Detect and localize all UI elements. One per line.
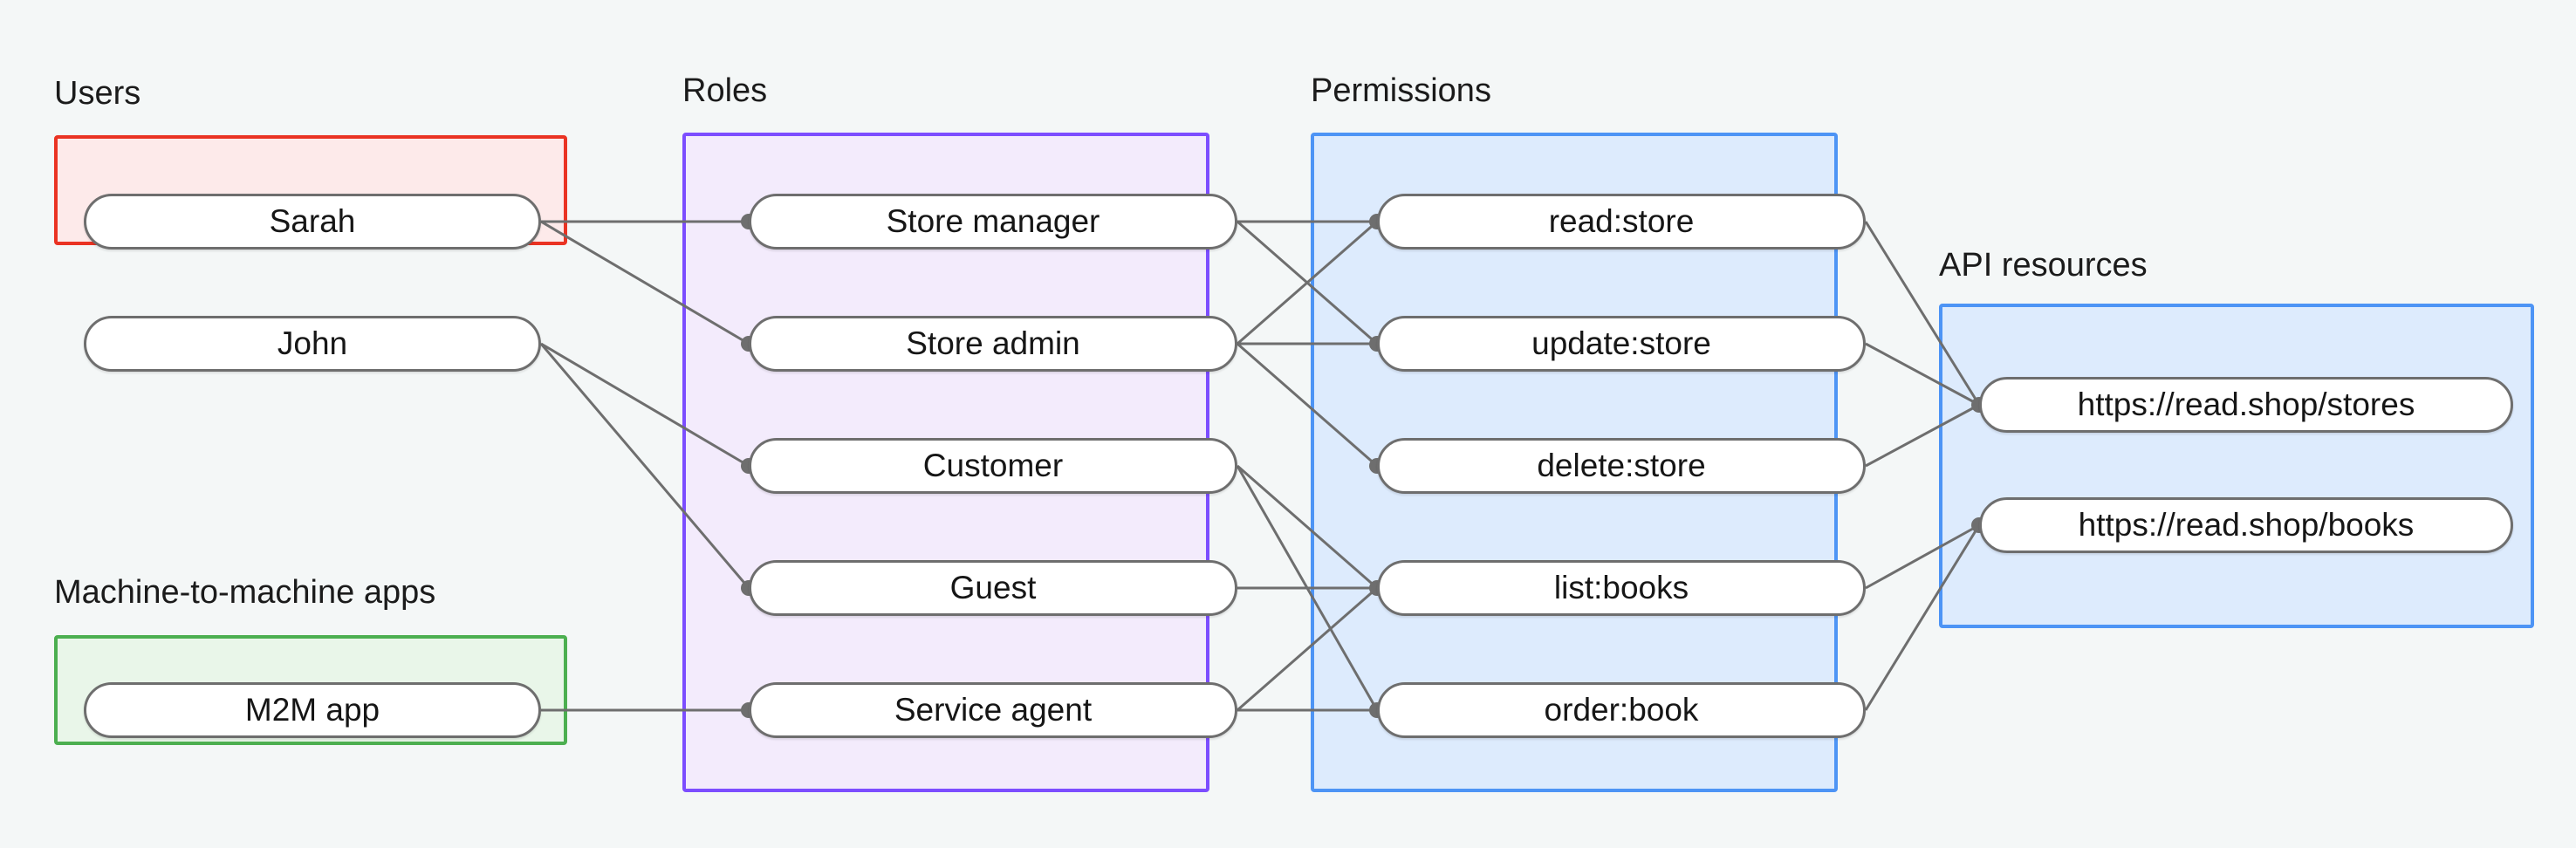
node-listbooks[interactable]: list:books: [1377, 560, 1866, 616]
node-customer[interactable]: Customer: [749, 438, 1237, 494]
node-deletestore[interactable]: delete:store: [1377, 438, 1866, 494]
node-orderbook[interactable]: order:book: [1377, 682, 1866, 738]
node-guest[interactable]: Guest: [749, 560, 1237, 616]
node-sarah[interactable]: Sarah: [84, 194, 541, 250]
group-label-permissions: Permissions: [1311, 72, 1491, 109]
group-label-users: Users: [54, 75, 141, 112]
node-storeadmin[interactable]: Store admin: [749, 316, 1237, 372]
node-readstore[interactable]: read:store: [1377, 194, 1866, 250]
node-apistores[interactable]: https://read.shop/stores: [1979, 377, 2513, 433]
group-label-api: API resources: [1939, 247, 2148, 284]
node-m2mapp[interactable]: M2M app: [84, 682, 541, 738]
group-label-m2m: Machine-to-machine apps: [54, 574, 436, 611]
group-box-api: [1939, 304, 2534, 628]
node-john[interactable]: John: [84, 316, 541, 372]
group-label-roles: Roles: [682, 72, 768, 109]
node-updatestore[interactable]: update:store: [1377, 316, 1866, 372]
node-apibooks[interactable]: https://read.shop/books: [1979, 497, 2513, 553]
node-storemanager[interactable]: Store manager: [749, 194, 1237, 250]
node-serviceagent[interactable]: Service agent: [749, 682, 1237, 738]
